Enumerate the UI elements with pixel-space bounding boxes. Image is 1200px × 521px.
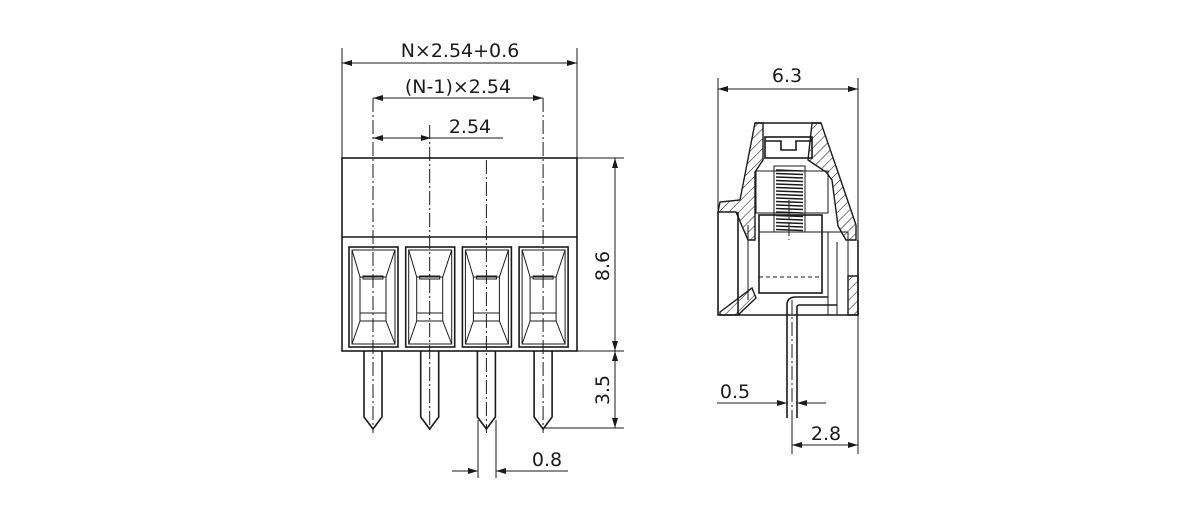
housing-bottom-left-section [719, 286, 757, 316]
screw-head [764, 136, 813, 159]
pins [363, 351, 553, 431]
dim-label-depth: 6.3 [772, 65, 802, 87]
dim-label-overall-width: N×2.54+0.6 [401, 40, 520, 62]
dim-pin-span: (N-1)×2.54 [373, 76, 543, 101]
dim-label-pitch: 2.54 [449, 116, 491, 138]
wire-entry-windows [348, 246, 569, 348]
dim-pin-length: 3.5 [543, 351, 624, 429]
housing-right-wall-section [807, 122, 857, 241]
dim-label-body-height: 8.6 [592, 251, 614, 281]
screw-thread [773, 165, 806, 240]
dim-label-pin-length: 3.5 [592, 375, 614, 405]
dim-pin-width: 0.8 [452, 420, 568, 478]
wire-clamp [758, 214, 823, 294]
dim-overall-width: N×2.54+0.6 [341, 40, 578, 158]
housing-left-wall-section [717, 122, 764, 241]
dim-pin-offset: 2.8 [791, 315, 859, 454]
pin-centerlines [372, 98, 544, 433]
dim-depth: 6.3 [717, 65, 859, 240]
dim-body-height: 8.6 [577, 157, 624, 352]
dim-label-pin-offset: 2.8 [811, 423, 841, 445]
dim-label-pin-thickness: 0.5 [720, 381, 750, 403]
side-pin [786, 296, 837, 418]
dim-pin-thickness: 0.5 [717, 381, 826, 406]
housing-bottom-right-section [847, 275, 859, 316]
housing-outline [341, 157, 578, 352]
front-view: N×2.54+0.6 (N-1)×2.54 2.54 8.6 3.5 [341, 40, 624, 478]
side-view: 6.3 0.5 2.8 [717, 65, 859, 454]
dim-label-pin-span: (N-1)×2.54 [405, 76, 511, 98]
dim-pitch: 2.54 [373, 116, 503, 141]
dim-label-pin-width: 0.8 [532, 449, 562, 471]
